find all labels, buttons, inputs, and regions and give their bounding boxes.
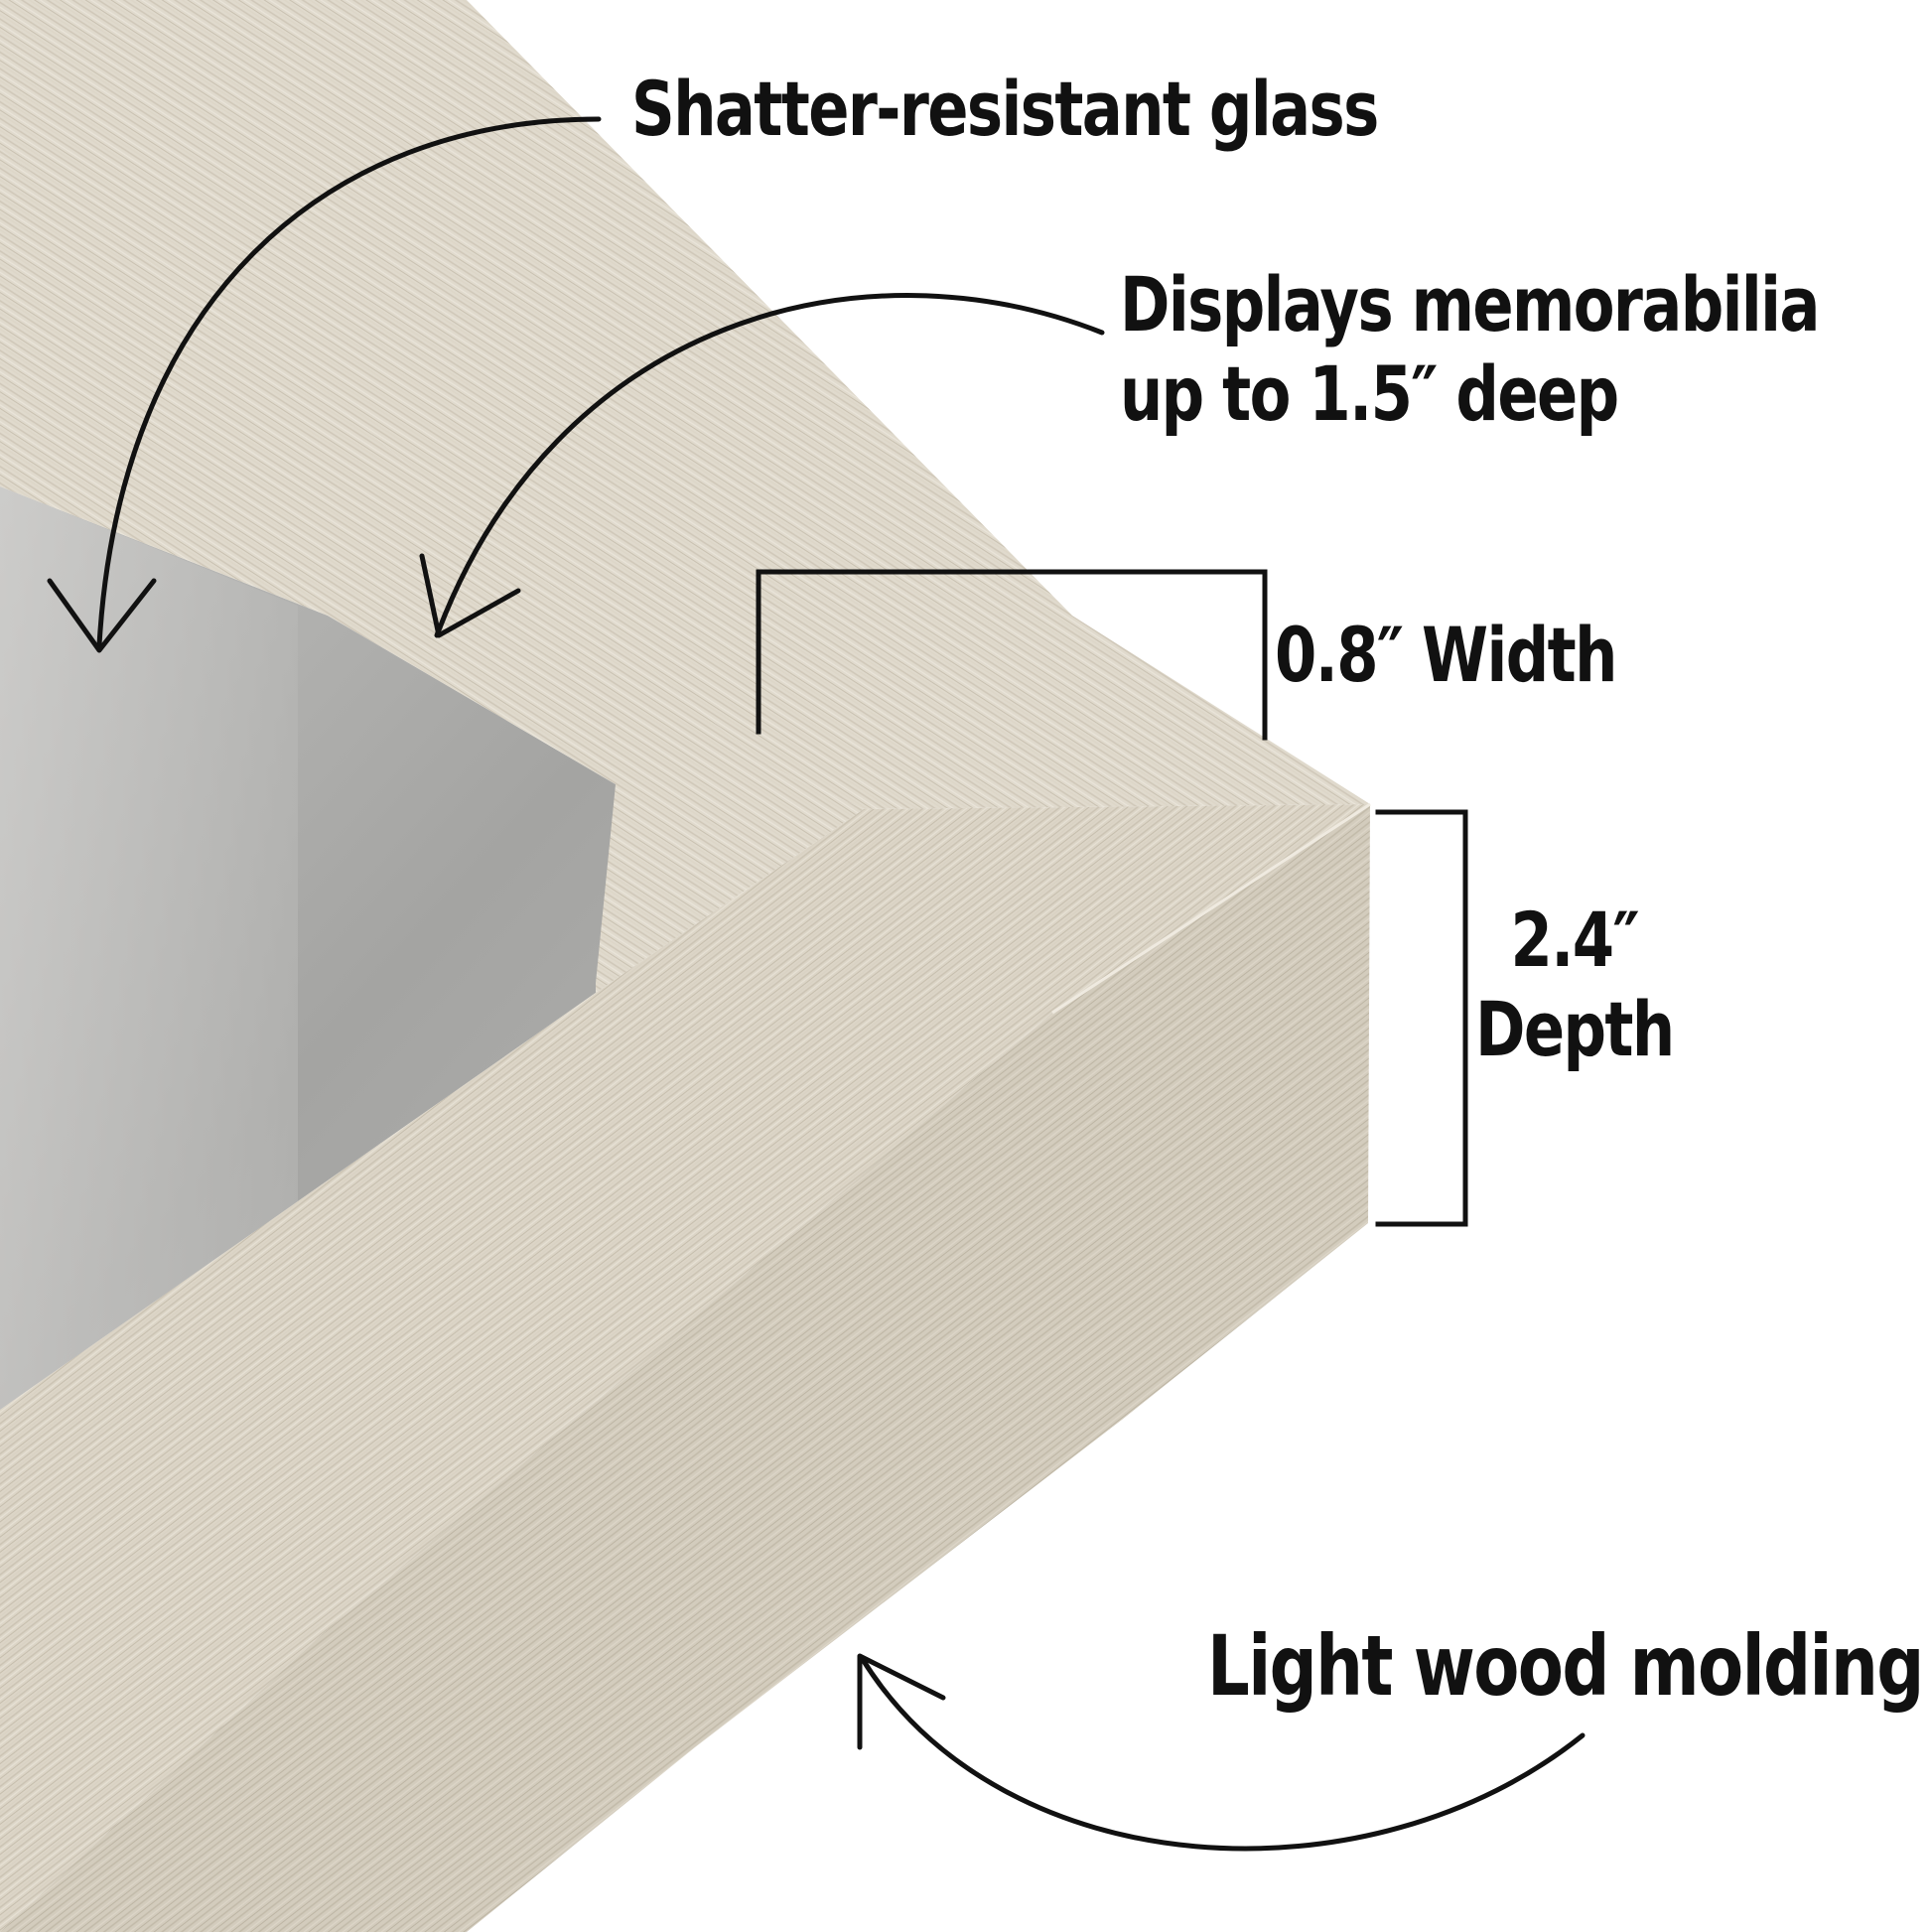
molding-label-text: Light wood molding	[1207, 1617, 1924, 1715]
depth-value-text: 2.4″	[1510, 896, 1640, 984]
frame-inner-lip-top	[0, 149, 864, 993]
width-label-text: 0.8″ Width	[1275, 611, 1617, 699]
memorabilia-label-line-2: up to 1.5″ deep	[1120, 348, 1619, 438]
inner-side-wall	[0, 486, 298, 1410]
molding-callout-arrow	[857, 1653, 1586, 1852]
memorabilia-callout-arrow	[419, 293, 1105, 638]
width-bracket	[756, 569, 1268, 741]
glass-callout-arrow	[47, 116, 602, 653]
width-dimension-label: 0.8″ Width	[1275, 611, 1617, 699]
light-wood-molding-label: Light wood molding	[1207, 1617, 1924, 1715]
depth-bracket	[1375, 809, 1468, 1227]
frame-bottom-rail	[0, 804, 1370, 1932]
glass-label-text: Shatter-resistant glass	[631, 65, 1379, 153]
depth-label-text: Depth	[1475, 984, 1675, 1073]
depth-dimension-label: 2.4″ Depth	[1475, 896, 1675, 1073]
frame-corner-edge	[1051, 802, 1371, 1015]
shatter-resistant-glass-label: Shatter-resistant glass	[631, 65, 1379, 153]
frame-top-rail	[0, 0, 1370, 809]
memorabilia-label-line-1: Displays memorabilia	[1120, 260, 1820, 348]
memorabilia-depth-label: Displays memorabilia up to 1.5″ deep	[1120, 260, 1820, 438]
frame-depth-side	[0, 804, 1370, 1932]
